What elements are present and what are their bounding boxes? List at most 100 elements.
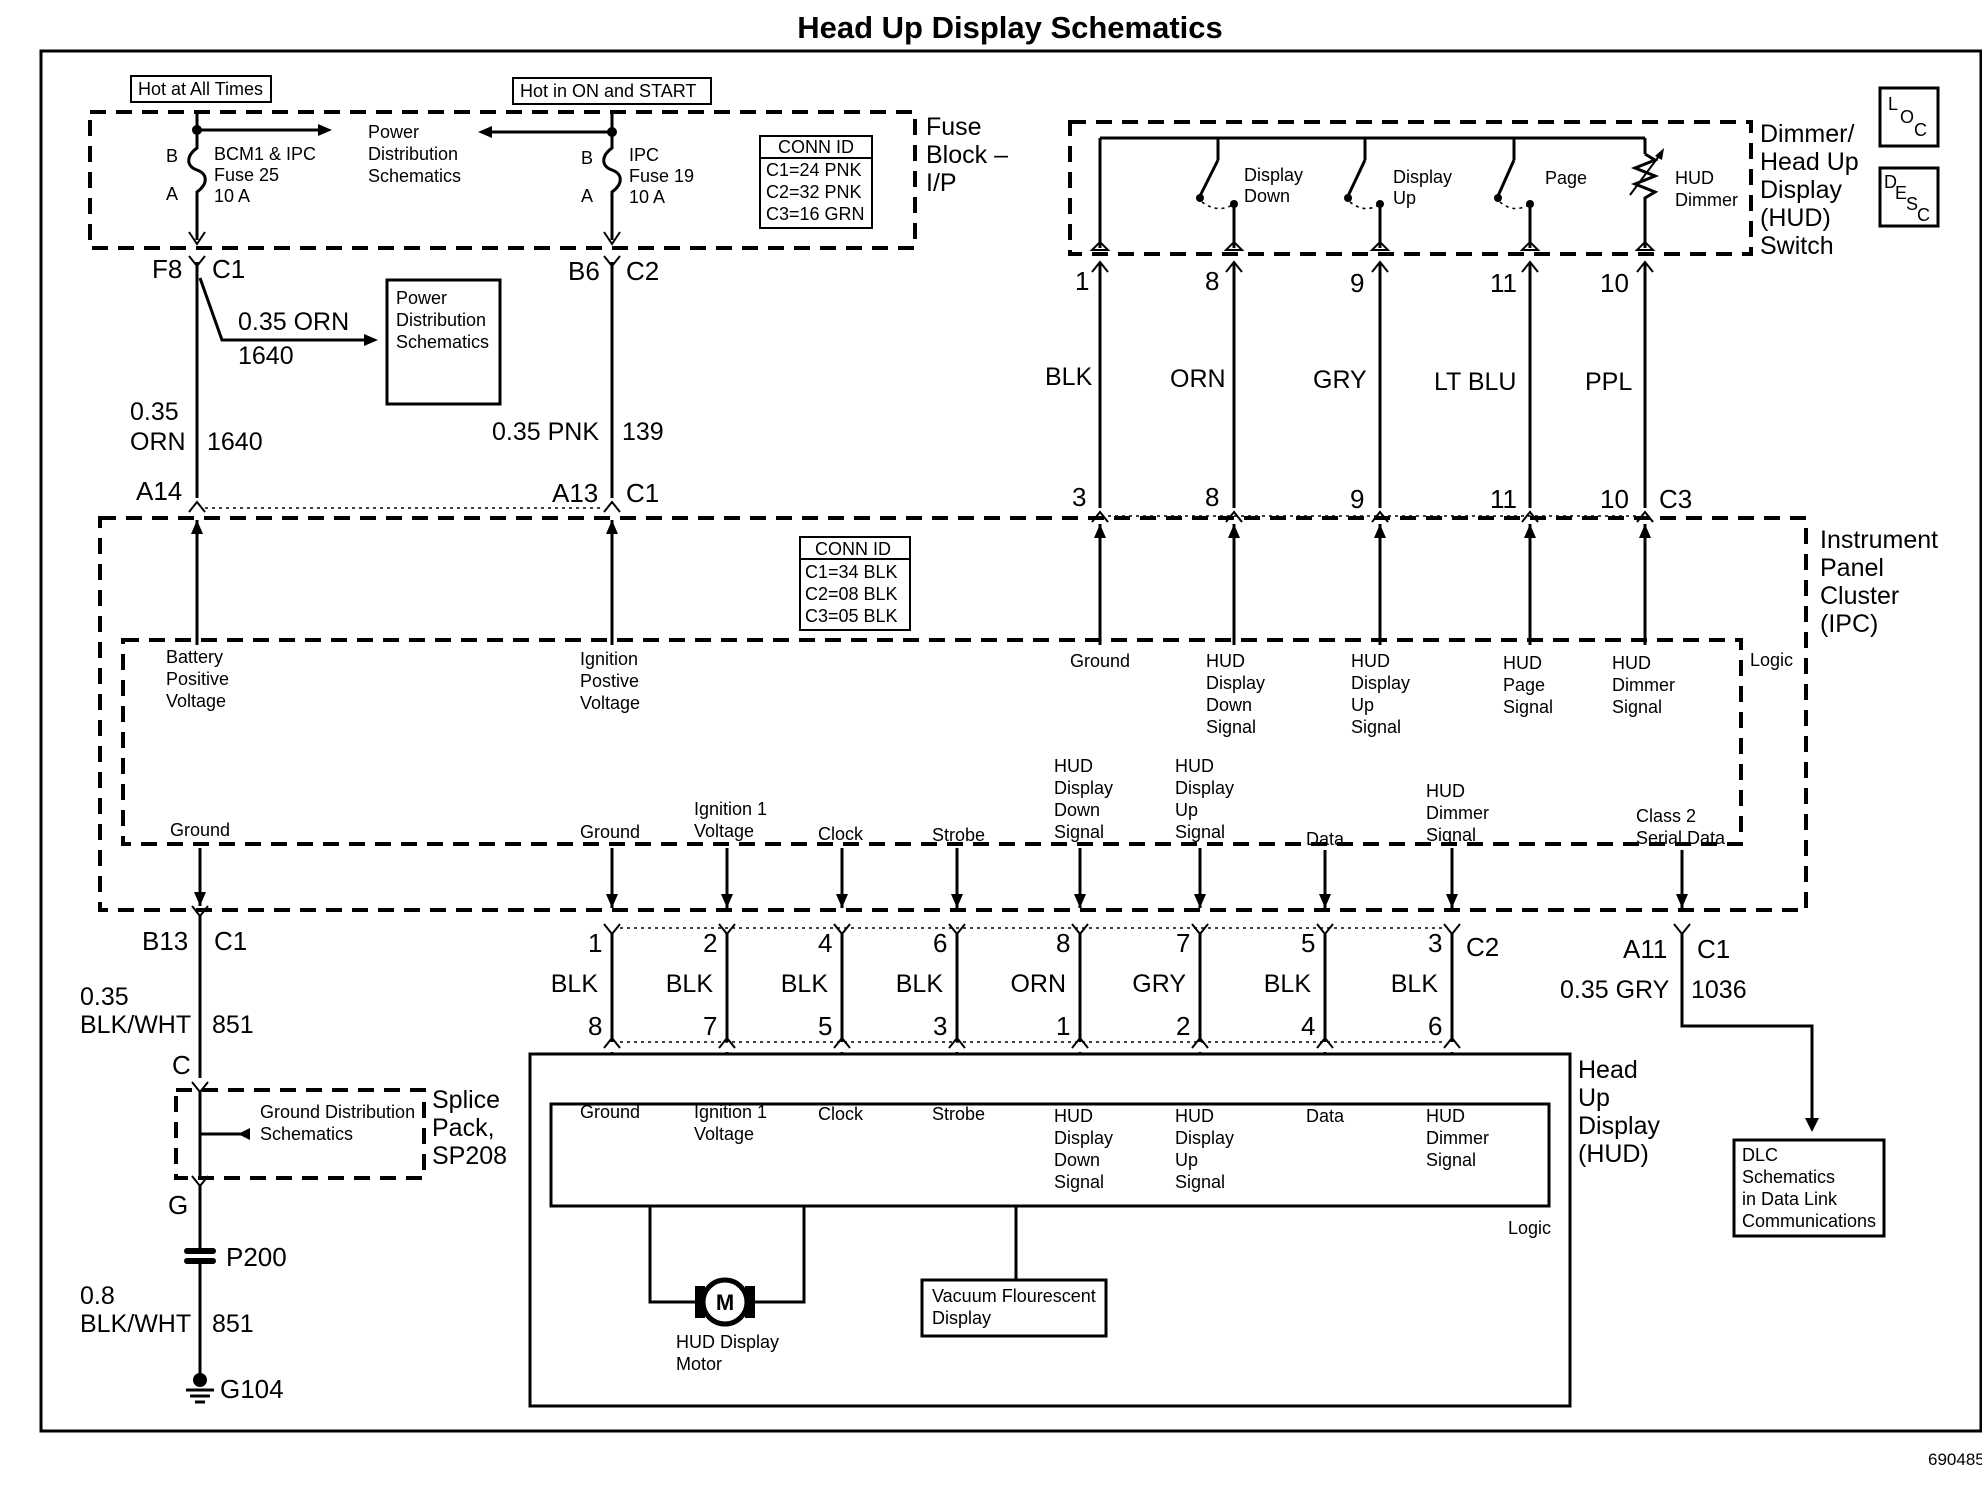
hud-signal-label: Ignition 1 (694, 1102, 767, 1122)
ipc-signal-label: Battery (166, 647, 223, 667)
splice-pack-label: SP208 (432, 1142, 507, 1170)
power-distribution-label: Power (368, 122, 419, 142)
wire-label: 0.35 ORN (238, 308, 349, 336)
ipc-signal-label: Down (1054, 800, 1100, 820)
wire-color: PPL (1585, 368, 1632, 396)
fuse-block-label: Fuse (926, 113, 982, 141)
pin-label: 1 (1056, 1011, 1070, 1041)
power-distribution-box: Distribution (396, 310, 486, 330)
ipc-signal-label: Up (1351, 695, 1374, 715)
pin-label: 8 (1205, 266, 1219, 296)
ipc-signal-label: Page (1503, 675, 1545, 695)
ipc-signal-label: Signal (1206, 717, 1256, 737)
ipc-signal-label: HUD (1206, 651, 1245, 671)
fuse-symbol (187, 140, 207, 240)
ipc-signal-label: Display (1175, 778, 1234, 798)
motor-symbol: M (716, 1290, 734, 1315)
loc-badge[interactable]: L O C (1878, 86, 1940, 148)
conn-id-header: CONN ID (778, 137, 854, 157)
connector-label: C1 (1697, 934, 1730, 964)
loc-letter: O (1900, 107, 1914, 127)
conn-id-header: CONN ID (815, 539, 891, 559)
power-distribution-box: Schematics (396, 332, 489, 352)
hud-label: (HUD) (1578, 1140, 1649, 1168)
pin-label: 2 (1176, 1011, 1190, 1041)
switch-label: Dimmer (1675, 190, 1738, 210)
pin-label: 8 (1056, 928, 1070, 958)
hud-signal-label: Up (1175, 1150, 1198, 1170)
hud-signal-label: HUD (1426, 1106, 1465, 1126)
vfd-label: Vacuum Flourescent (932, 1286, 1096, 1306)
fuse-label: 10 A (629, 187, 665, 207)
page-switch: Page (1494, 138, 1587, 248)
switch-block-label: Display (1760, 176, 1842, 204)
switch-label: HUD (1675, 168, 1714, 188)
ipc-signal-label: HUD (1054, 756, 1093, 776)
pin-label: B6 (568, 256, 600, 286)
fuse-symbol (602, 140, 622, 240)
ipc-signal-label: Display (1351, 673, 1410, 693)
hud-signal-label: Voltage (694, 1124, 754, 1144)
switch-block-label: Head Up (1760, 148, 1859, 176)
pin-label: 7 (1176, 928, 1190, 958)
ipc-signal-label: Ground (1070, 651, 1130, 671)
hud-label: Head (1578, 1056, 1638, 1084)
switch-block-label: (HUD) (1760, 204, 1831, 232)
ipc-signal-label: Strobe (932, 825, 985, 845)
hud-signal-label: HUD (1054, 1106, 1093, 1126)
ipc-signal-label: Display (1054, 778, 1113, 798)
display-down-switch: Display Down (1196, 138, 1303, 248)
pin-label: 3 (933, 1011, 947, 1041)
wire-color: BLK (781, 970, 829, 998)
fuse-label: Fuse 19 (629, 166, 694, 186)
wire-label: 0.35 PNK (492, 418, 599, 446)
ground-icon (186, 1388, 214, 1404)
ipc-signal-label: Postive (580, 671, 639, 691)
ipc-module: Instrument Panel Cluster (IPC) Logic CON… (98, 516, 1938, 912)
ipc-signal-label: HUD (1351, 651, 1390, 671)
hud-module: Head Up Display (HUD) Logic Ground Ignit… (528, 1052, 1660, 1408)
power-distribution-label: Distribution (368, 144, 458, 164)
hot-in-on-start-label: Hot in ON and START (520, 81, 696, 101)
pin-label: A14 (136, 476, 182, 506)
pin-label: 8 (588, 1011, 602, 1041)
fuse-pin-a: A (166, 184, 178, 204)
desc-badge[interactable]: D E S C (1878, 166, 1940, 228)
logic-label: Logic (1508, 1218, 1551, 1238)
wire-label: BLK/WHT (80, 1310, 191, 1338)
motor-label: HUD Display (676, 1332, 779, 1352)
hud-signal-label: Display (1054, 1128, 1113, 1148)
wire-label: 0.35 (130, 398, 179, 426)
fuse-label: 10 A (214, 186, 250, 206)
circuit-number: 139 (622, 418, 664, 446)
connector-label: C1 (212, 254, 245, 284)
fuse-label: BCM1 & IPC (214, 144, 316, 164)
ground-circuit: B13 C1 0.35 BLK/WHT 851 C Ground Distrib… (80, 905, 507, 1404)
pin-label: 6 (1428, 1011, 1442, 1041)
ipc-signal-label: Signal (1175, 822, 1225, 842)
power-distribution-label: Schematics (368, 166, 461, 186)
hud-signal-label: Clock (818, 1104, 864, 1124)
ipc-label: Instrument (1820, 526, 1938, 554)
wire-label: 0.35 (80, 983, 129, 1011)
p200-connector (184, 1248, 216, 1254)
pin-label: 3 (1072, 482, 1086, 512)
dlc-box[interactable] (1732, 1138, 1886, 1238)
hud-label: Up (1578, 1084, 1610, 1112)
ipc-signal-label: HUD (1426, 781, 1465, 801)
switch-label: Page (1545, 168, 1587, 188)
pin-label: 5 (1301, 928, 1315, 958)
connector-label: C2 (1466, 932, 1499, 962)
connector-label: C2 (626, 256, 659, 286)
fuse-pin-b: B (166, 146, 178, 166)
wire-color: LT BLU (1434, 368, 1516, 396)
wire-color: BLK (1391, 970, 1439, 998)
display-up-switch: Display Up (1344, 138, 1452, 248)
hud-signal-label: Down (1054, 1150, 1100, 1170)
switch-label: Display (1244, 165, 1303, 185)
ipc-signal-label: Up (1175, 800, 1198, 820)
